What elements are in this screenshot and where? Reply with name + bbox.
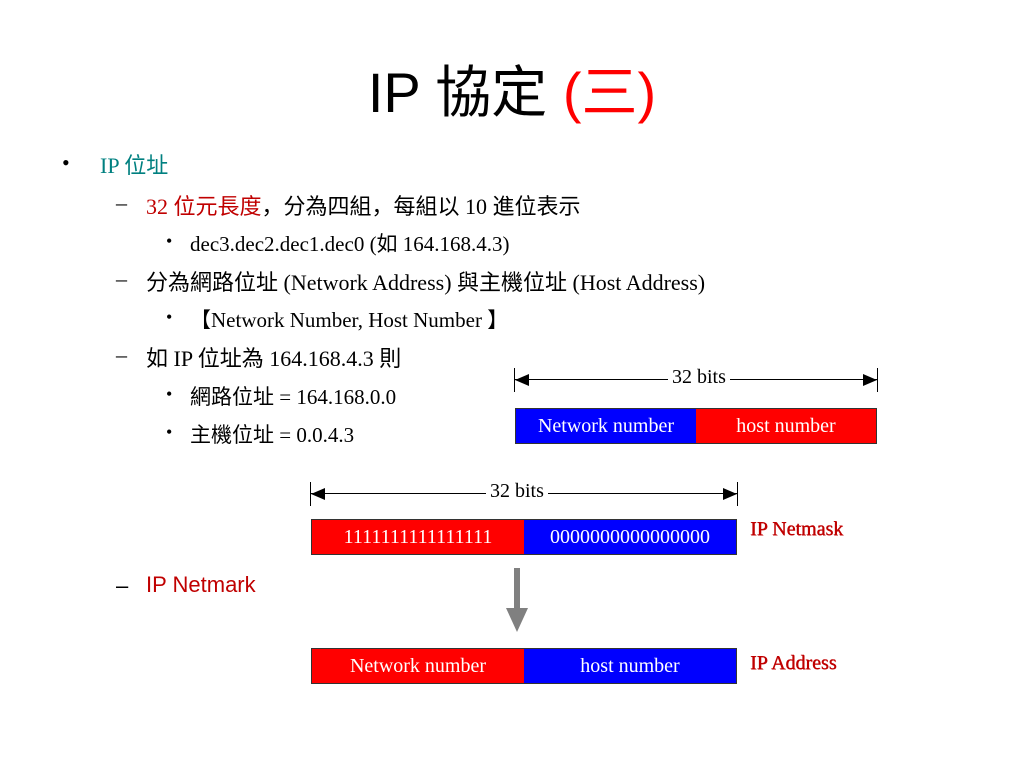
- slide-title-main: IP 協定: [367, 61, 563, 124]
- item-b-sub-text: 【Network Number, Host Number 】: [190, 308, 509, 332]
- netmask-bar: 1111111111111111 0000000000000000: [311, 519, 737, 555]
- item-d-dash: –: [116, 573, 129, 598]
- top-dimension: 32 bits: [514, 366, 878, 392]
- mask-dimension: 32 bits: [310, 480, 738, 506]
- item-a-rest-text: ，分為四組，每組以 10 進位表示: [261, 194, 581, 219]
- item-c-sub1-text: 網路位址 = 164.168.0.0: [190, 385, 397, 409]
- item-a-text: 32 位元長度，分為四組，每組以 10 進位表示: [146, 189, 581, 221]
- top-network-segment: Network number: [516, 409, 696, 443]
- item-c-sub1-bullet: •: [166, 384, 173, 404]
- top-dimension-left-arrowhead: [515, 374, 529, 386]
- ip-address-bar: Network number host number: [311, 648, 737, 684]
- mask-dimension-right-tick: [737, 482, 738, 506]
- top-dimension-right-arrowhead: [863, 374, 877, 386]
- item-c-dash: –: [116, 342, 127, 367]
- level1-text: IP 位址: [100, 153, 169, 178]
- address-network-segment: Network number: [312, 649, 524, 683]
- item-a-sub-bullet: •: [166, 231, 173, 251]
- top-host-segment: host number: [696, 409, 876, 443]
- slide-title: IP 協定 (三): [0, 58, 1024, 128]
- address-host-segment: host number: [524, 649, 736, 683]
- top-dimension-label: 32 bits: [668, 366, 730, 389]
- item-b-text: 分為網路位址 (Network Address) 與主機位址 (Host Add…: [146, 270, 706, 295]
- top-address-bar: Network number host number: [515, 408, 877, 444]
- top-dimension-left-tick: [514, 368, 515, 392]
- mask-dimension-right-arrowhead: [723, 488, 737, 500]
- item-c-sub2-text: 主機位址 = 0.0.4.3: [190, 423, 355, 447]
- netmask-zeros-segment: 0000000000000000: [524, 520, 736, 554]
- netmask-ones-segment: 1111111111111111: [312, 520, 524, 554]
- item-b-sub-bullet: •: [166, 307, 173, 327]
- item-c-sub2-bullet: •: [166, 422, 173, 442]
- level1-bullet: •: [62, 150, 70, 175]
- item-d-text: IP Netmark: [146, 572, 256, 597]
- item-c-text: 如 IP 位址為 164.168.4.3 則: [146, 346, 402, 371]
- item-a-red-text: 32 位元長度: [146, 194, 262, 219]
- slide-title-paren: (三): [562, 61, 657, 124]
- mask-dimension-label: 32 bits: [486, 480, 548, 503]
- mask-dimension-left-arrowhead: [311, 488, 325, 500]
- item-a-sub-text: dec3.dec2.dec1.dec0 (如 164.168.4.3): [190, 232, 510, 256]
- ip-address-label: IP Address: [750, 652, 837, 674]
- mask-dimension-left-tick: [310, 482, 311, 506]
- netmask-label: IP Netmask: [750, 518, 844, 540]
- down-arrow-icon: [506, 568, 528, 632]
- item-b-dash: –: [116, 266, 127, 291]
- item-a-dash: –: [116, 190, 127, 215]
- top-dimension-right-tick: [877, 368, 878, 392]
